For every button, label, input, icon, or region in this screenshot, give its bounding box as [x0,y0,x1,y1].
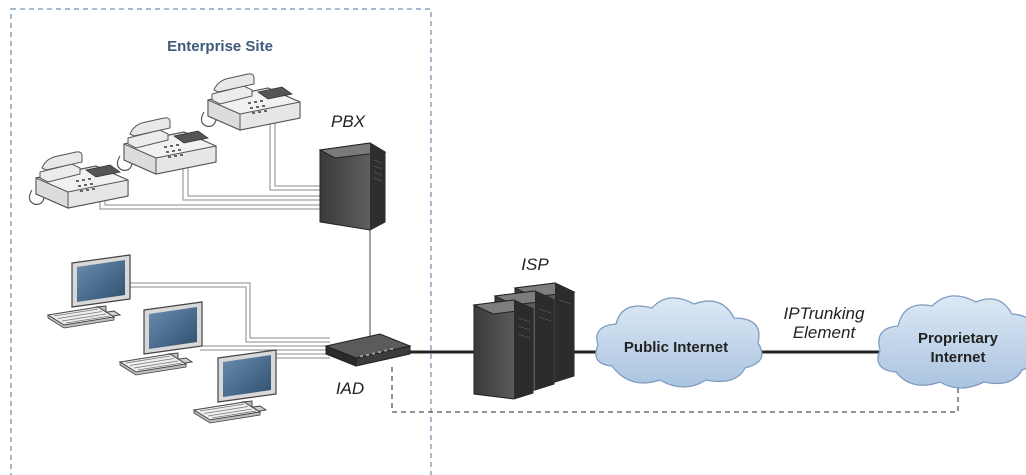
isp-server-icon [472,282,576,400]
iad-label: IAD [336,379,364,398]
enterprise-site-boundary [10,8,432,475]
isp-label: ISP [521,255,549,274]
trunking-label-line1: IPTrunking [784,304,865,323]
trunking-label-line2: Element [793,323,857,342]
iad-router-icon [324,333,412,367]
pbx-label: PBX [331,112,366,131]
phone-icon [116,117,217,175]
dashed-bypass-path [391,367,959,413]
site-title: Enterprise Site [167,38,273,55]
public-internet-label: Public Internet [624,339,728,356]
proprietary-internet-label-line1: Proprietary [918,330,999,347]
computer-icon [47,254,131,329]
pbx-server-icon [318,142,387,231]
proprietary-internet-cloud-icon [877,295,1026,389]
phone-icon [200,73,301,131]
computer-icon [193,349,277,424]
computer-icon [119,301,203,376]
proprietary-internet-label-line2: Internet [930,349,985,366]
public-internet-cloud-icon [595,297,763,388]
phone-icon [28,151,129,209]
